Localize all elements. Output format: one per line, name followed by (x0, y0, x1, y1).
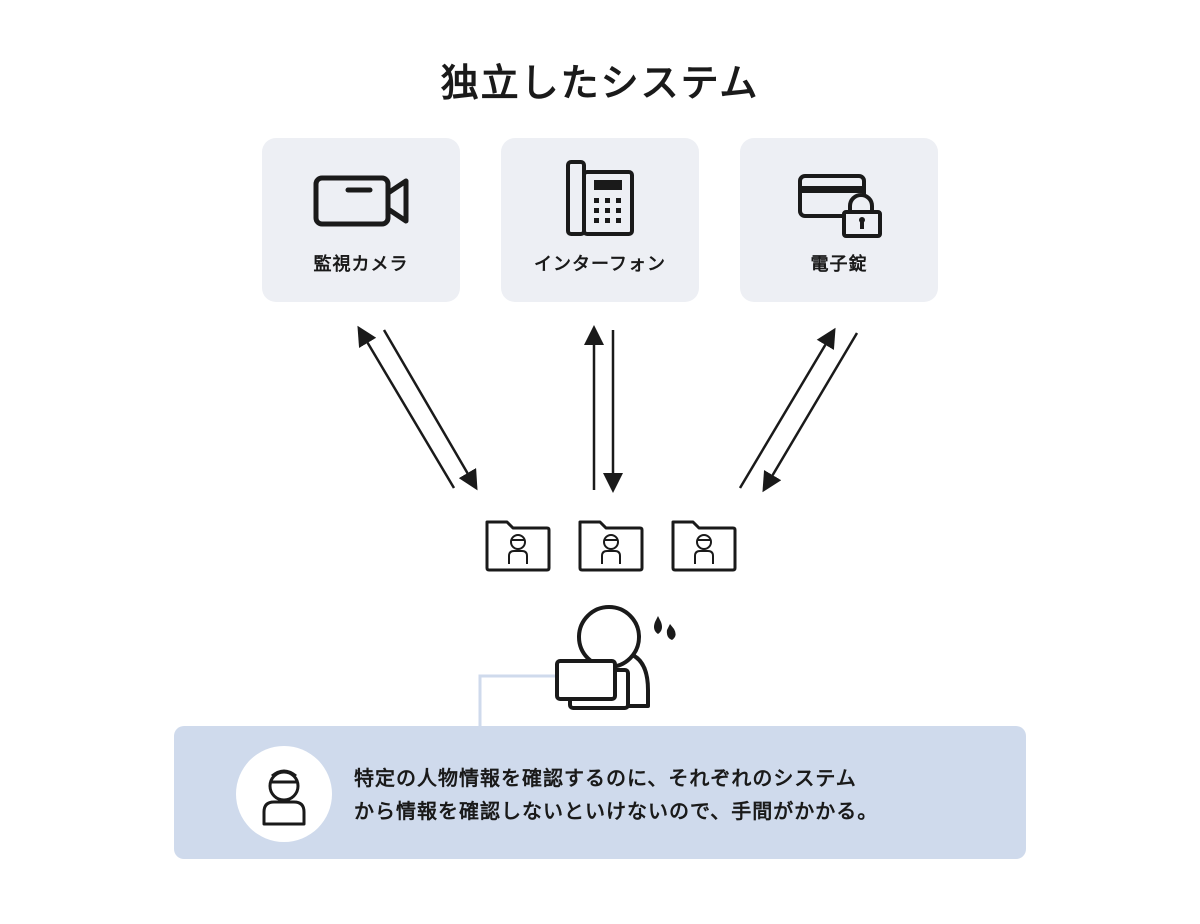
arrow-folder-to-camera (357, 325, 456, 489)
arrow-folder-to-lock (738, 327, 836, 489)
note-avatar (236, 746, 332, 842)
note-box: 特定の人物情報を確認するのに、それぞれのシステム から情報を確認しないといけない… (174, 726, 1026, 859)
system-card-intercom: インターフォン (501, 138, 699, 302)
system-card-lock: 電子錠 (740, 138, 938, 302)
video-camera-icon (313, 175, 409, 227)
system-label-lock: 電子錠 (810, 254, 868, 275)
person-folder-icon (578, 520, 644, 572)
note-line-1: 特定の人物情報を確認するのに、それぞれのシステム (354, 766, 857, 790)
worried-person-with-laptop-icon (555, 605, 676, 710)
note-line-2: から情報を確認しないといけないので、手間がかかる。 (354, 799, 879, 823)
intercom-phone-icon (566, 160, 634, 236)
diagram-title: 独立したシステム (440, 61, 760, 105)
arrow-lock-to-folder (762, 332, 859, 493)
system-label-camera: 監視カメラ (313, 254, 409, 275)
arrow-camera-to-folder (382, 329, 478, 491)
connector-line (478, 674, 556, 727)
note-text: 特定の人物情報を確認するのに、それぞれのシステム から情報を確認しないといけない… (354, 762, 994, 828)
card-lock-icon (798, 174, 882, 238)
system-card-camera: 監視カメラ (262, 138, 460, 302)
system-label-intercom: インターフォン (534, 254, 666, 275)
person-icon (262, 769, 306, 826)
person-folder-icon (485, 520, 551, 572)
person-folder-icon (671, 520, 737, 572)
